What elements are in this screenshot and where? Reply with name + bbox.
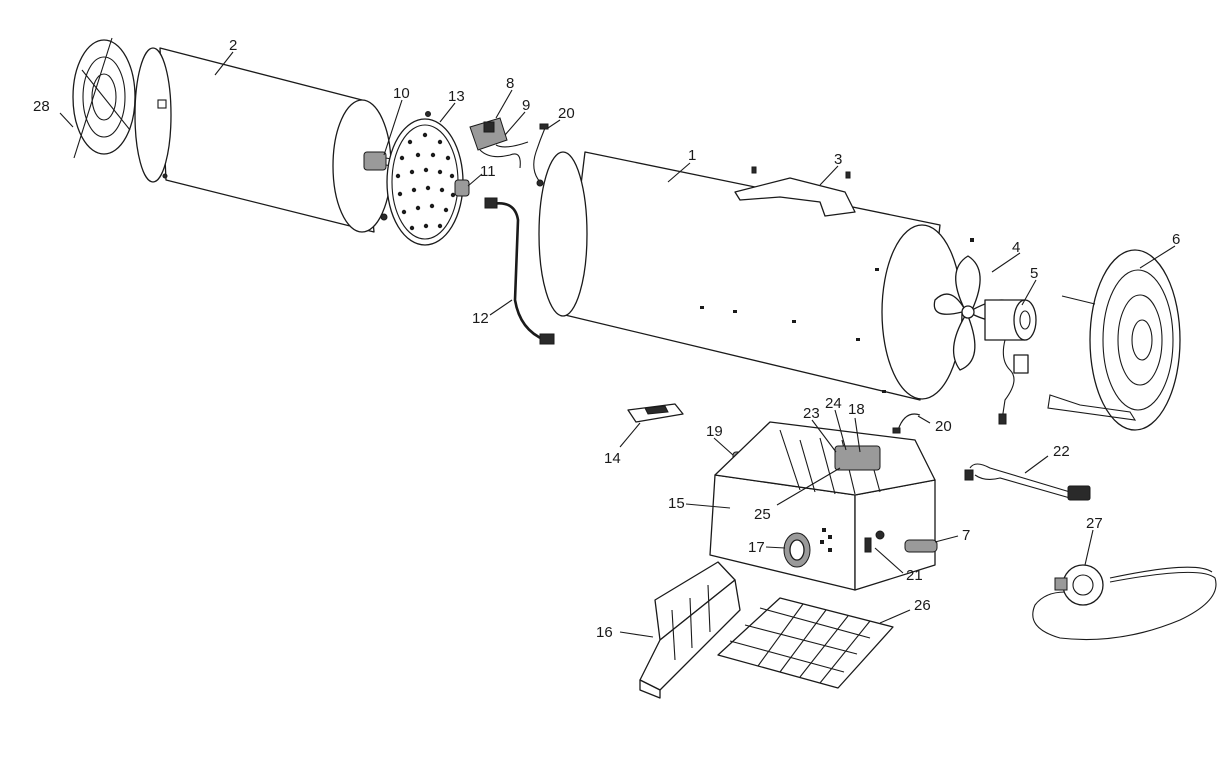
callout-18: 18 bbox=[848, 401, 865, 418]
part-main-cylinder bbox=[538, 151, 974, 401]
part-handle bbox=[734, 166, 856, 217]
callout-6: 6 bbox=[1172, 231, 1180, 248]
part-base-housing bbox=[709, 421, 936, 591]
callout-20-upper: 20 bbox=[558, 105, 575, 122]
callout-19: 19 bbox=[706, 423, 723, 440]
callout-13: 13 bbox=[448, 88, 465, 105]
part-motor bbox=[984, 299, 1037, 425]
part-valve-assembly bbox=[469, 117, 529, 169]
callout-21: 21 bbox=[906, 567, 923, 584]
callout-9: 9 bbox=[522, 97, 530, 114]
part-filter-grid bbox=[717, 597, 894, 689]
callout-1: 1 bbox=[688, 147, 696, 164]
part-switch bbox=[627, 403, 684, 423]
part-control-knob bbox=[783, 528, 832, 568]
callout-15: 15 bbox=[668, 495, 685, 512]
callout-3: 3 bbox=[834, 151, 842, 168]
callout-labels: 1 2 3 4 5 6 7 8 9 10 11 12 13 14 15 16 1… bbox=[33, 37, 1180, 641]
part-wire-lower bbox=[892, 413, 921, 434]
leader-lines bbox=[59, 51, 1176, 638]
callout-7: 7 bbox=[962, 527, 970, 544]
part-wire-upper bbox=[533, 123, 549, 187]
callout-22: 22 bbox=[1053, 443, 1070, 460]
callout-27: 27 bbox=[1086, 515, 1103, 532]
callout-8: 8 bbox=[506, 75, 514, 92]
callout-17: 17 bbox=[748, 539, 765, 556]
part-pressure-switch bbox=[904, 539, 938, 553]
callout-12: 12 bbox=[472, 310, 489, 327]
callout-23: 23 bbox=[803, 405, 820, 422]
part-nozzle bbox=[454, 179, 470, 197]
callout-4: 4 bbox=[1012, 239, 1020, 256]
callout-20-lower: 20 bbox=[935, 418, 952, 435]
part-rear-guard bbox=[72, 37, 136, 159]
callout-28: 28 bbox=[33, 98, 50, 115]
part-side-bracket bbox=[639, 561, 741, 699]
callout-16: 16 bbox=[596, 624, 613, 641]
part-rear-shell bbox=[134, 47, 392, 233]
callout-14: 14 bbox=[604, 450, 621, 467]
part-power-cord bbox=[964, 463, 1091, 501]
callout-26: 26 bbox=[914, 597, 931, 614]
part-regulator-hose bbox=[1032, 564, 1217, 641]
callout-11: 11 bbox=[480, 163, 496, 180]
callout-10: 10 bbox=[393, 85, 410, 102]
part-front-guard bbox=[1047, 249, 1181, 431]
callout-25: 25 bbox=[754, 506, 771, 523]
part-gas-tube bbox=[484, 197, 555, 345]
callout-2: 2 bbox=[229, 37, 237, 54]
callout-24: 24 bbox=[825, 395, 842, 412]
part-burner-plate bbox=[380, 111, 464, 246]
callout-5: 5 bbox=[1030, 265, 1038, 282]
